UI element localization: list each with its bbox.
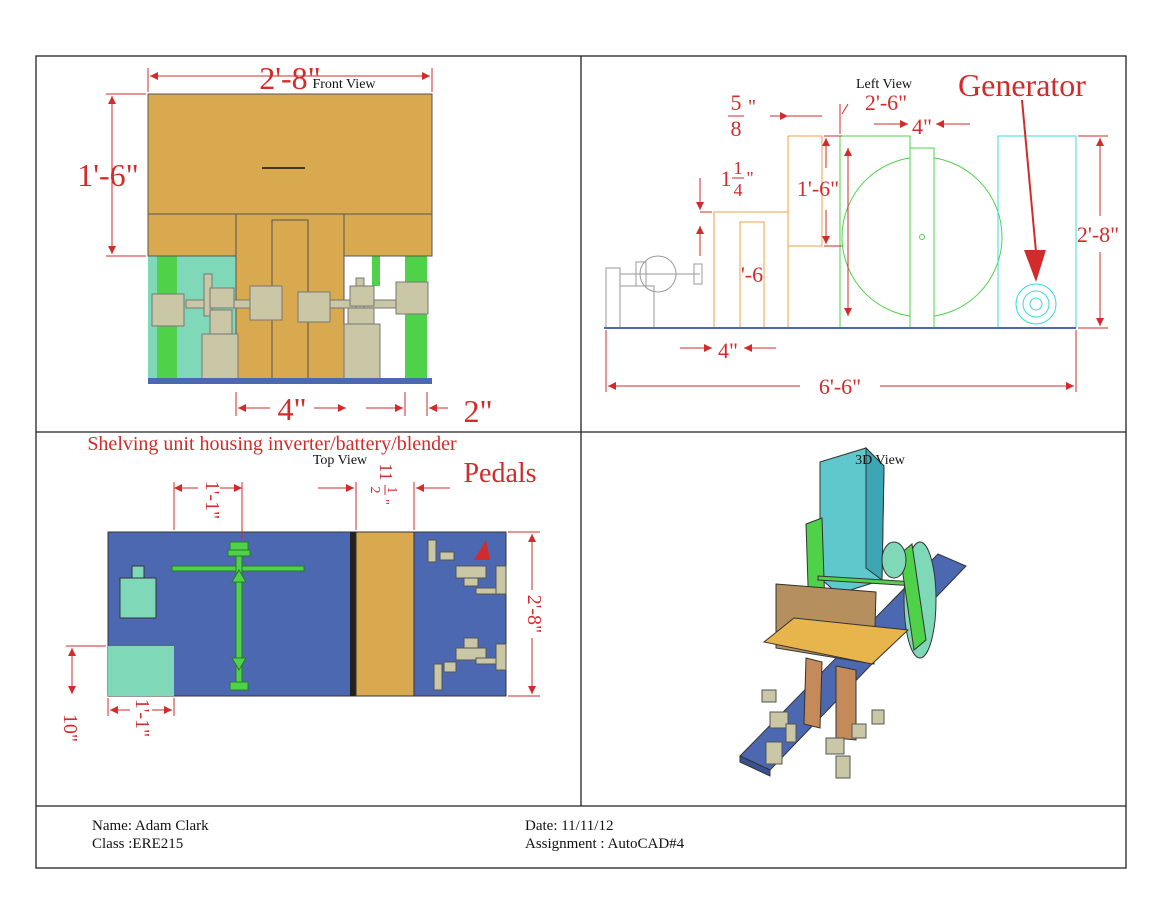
iso-view-label: 3D View [855, 453, 906, 468]
top-depth-dim: 2'-8" [523, 595, 545, 633]
top-dimensions [66, 482, 540, 716]
iso-view [739, 446, 967, 779]
left-generator-outline [997, 135, 1077, 329]
top-dim-a: 1'-1" [201, 481, 223, 519]
left-backrest-outline [787, 135, 823, 247]
front-bottom-dim-b: 2" [463, 393, 492, 429]
top-shelf-unit [108, 646, 174, 696]
left-gen-width-dim: 4" [912, 114, 932, 139]
generator-annotation: Generator [958, 67, 1086, 103]
pedals-annotation: Pedals [463, 458, 536, 489]
svg-text:": " [746, 168, 753, 188]
left-seat-height-dim: 1 1 4 " [721, 158, 754, 200]
front-view [147, 93, 433, 384]
front-dimensions [106, 68, 448, 416]
iso-seat [762, 617, 910, 665]
left-fraction-top: 5 " 8 [728, 90, 756, 141]
front-leg-right [405, 256, 427, 380]
svg-text:4: 4 [734, 180, 743, 200]
front-base [148, 378, 432, 384]
title-date: Date: 11/11/12 [525, 818, 614, 834]
svg-text:": " [376, 499, 391, 505]
svg-text:1: 1 [384, 487, 399, 494]
left-view-label: Left View [856, 77, 913, 92]
left-back-height-dim: 1'-6" [797, 176, 839, 201]
title-name: Name: Adam Clark [92, 818, 209, 834]
top-dim-11: 1'-1" [131, 699, 153, 737]
sheet-border [35, 55, 1127, 869]
shelving-annotation: Shelving unit housing inverter/battery/b… [87, 433, 457, 455]
left-bottom-dim: 4" [718, 338, 738, 363]
svg-text:8: 8 [731, 116, 742, 141]
title-assignment: Assignment : AutoCAD#4 [525, 836, 685, 852]
svg-text:1: 1 [734, 158, 743, 178]
top-dim-10: 10" [59, 714, 81, 742]
left-inner-dim: '-6 [741, 262, 763, 287]
front-width-dim: 2'-8" [259, 60, 320, 96]
front-height-dim: 1'-6" [77, 157, 138, 193]
front-bottom-dim-a: 4" [277, 391, 306, 427]
left-dimensions [605, 103, 1108, 392]
top-dim-b: 11 1 2 " [367, 463, 399, 505]
svg-text:1: 1 [721, 166, 732, 191]
front-pedal-left [151, 293, 185, 327]
left-wheel-dim: 2'-6" [865, 90, 907, 115]
svg-text:2: 2 [367, 487, 382, 494]
left-gen-height-dim: 2'-8" [1077, 222, 1119, 247]
svg-text:": " [748, 96, 756, 118]
top-seat [355, 531, 415, 697]
front-view-label: Front View [312, 77, 376, 92]
front-backrest [147, 93, 433, 215]
title-class: Class :ERE215 [92, 836, 184, 852]
top-view-label: Top View [313, 453, 368, 468]
front-pedal-right [395, 281, 429, 315]
svg-text:11: 11 [376, 463, 396, 480]
top-blender [119, 577, 157, 619]
svg-text:5: 5 [731, 90, 742, 115]
left-view [604, 135, 1077, 329]
top-view [107, 531, 507, 697]
left-total-length-dim: 6'-6" [819, 374, 861, 399]
